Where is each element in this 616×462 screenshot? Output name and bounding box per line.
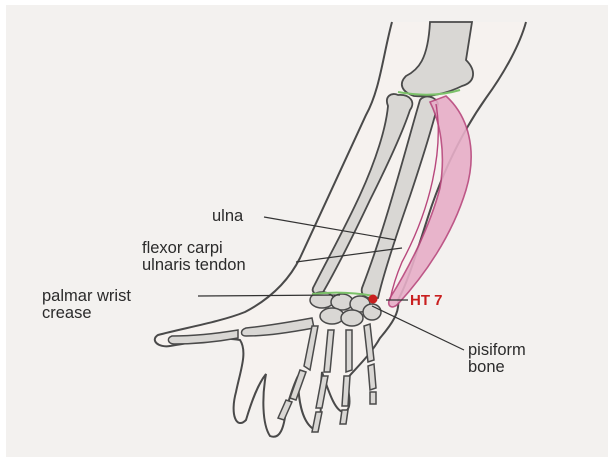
flexor-carpi-ulnaris-label: flexor carpi ulnaris tendon: [142, 240, 246, 274]
pisiform-bone-label: pisiform bone: [468, 342, 526, 376]
ulna-label: ulna: [212, 208, 243, 225]
palmar-wrist-crease-label: palmar wrist crease: [42, 288, 131, 322]
flexor-label-line2: ulnaris tendon: [142, 257, 246, 274]
pisiform-label-line1: pisiform: [468, 342, 526, 359]
ulna-label-text: ulna: [212, 208, 243, 225]
ht7-label: HT 7: [410, 292, 443, 309]
ht7-point-marker: [369, 295, 378, 304]
flexor-label-line1: flexor carpi: [142, 240, 246, 257]
ht7-label-text: HT 7: [410, 292, 443, 309]
pisiform-label-line2: bone: [468, 359, 526, 376]
palmar-label-line1: palmar wrist: [42, 288, 131, 305]
palmar-label-line2: crease: [42, 305, 131, 322]
